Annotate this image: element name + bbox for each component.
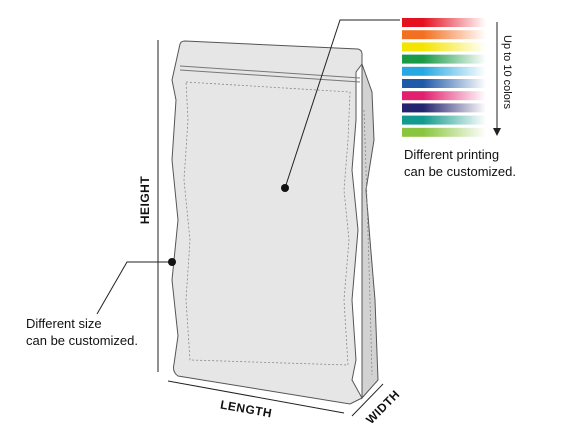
size-text-line-2: can be customized. (26, 333, 139, 348)
color-swatch-lime (402, 127, 486, 137)
color-swatch-group (402, 18, 486, 137)
size-callout-dot (168, 258, 176, 266)
color-swatch-yellow (402, 42, 486, 52)
length-dimension-line (167, 380, 345, 414)
zipper-line (179, 65, 361, 79)
printing-text-line-2: can be customized. (404, 164, 517, 179)
seal-stitching (183, 81, 351, 366)
color-swatch-cyan (402, 66, 486, 76)
color-swatch-blue (402, 79, 486, 88)
color-swatch-red (402, 18, 486, 27)
zipper-line (179, 69, 361, 83)
height-label: HEIGHT (138, 175, 153, 225)
color-swatch-green (402, 54, 486, 64)
size-text-line-1: Different size (26, 316, 102, 331)
printing-callout-dot (281, 184, 289, 192)
seal-stitching (363, 109, 373, 376)
colors-note-label: Up to 10 colors (500, 35, 513, 109)
color-swatch-navy (402, 103, 486, 113)
color-swatch-teal (402, 115, 486, 125)
bag-side-gusset (361, 63, 379, 400)
printing-callout-line (284, 19, 400, 189)
printing-text-line-1: Different printing (404, 147, 500, 162)
bag-front-panel (171, 40, 363, 405)
colors-arrow-head (493, 128, 501, 136)
width-dimension-line (351, 383, 384, 417)
color-swatch-orange (402, 30, 486, 40)
color-swatch-magenta (402, 91, 486, 101)
size-callout-line (96, 261, 172, 315)
